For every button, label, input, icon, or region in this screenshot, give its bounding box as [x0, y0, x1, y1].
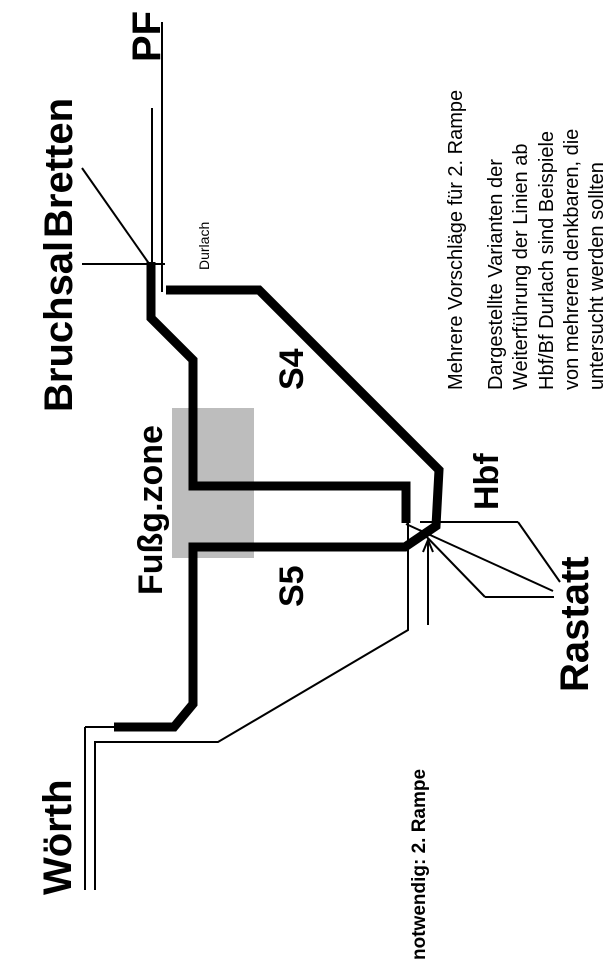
- notes-block: Mehrere Vorschläge für 2. Rampe Dargeste…: [445, 90, 608, 390]
- label-bruchsal: Bruchsal: [37, 241, 81, 412]
- rampe-arrow-head: [422, 537, 434, 553]
- label-rampe: notwendig: 2. Rampe: [409, 769, 430, 960]
- note-line-4: Hbf/Bf Durlach sind Beispiele: [536, 131, 558, 390]
- line-main-route: [114, 285, 444, 732]
- line-rastatt-a: [517, 521, 561, 583]
- label-woerth: Wörth: [36, 779, 80, 895]
- label-pf: PF: [125, 11, 169, 62]
- label-durlach: Durlach: [196, 222, 212, 270]
- label-fussgzone: Fußg.zone: [132, 425, 170, 595]
- line-s4: [146, 262, 411, 523]
- note-line-5: von mehreren denkbaren, die: [561, 129, 583, 390]
- label-rastatt: Rastatt: [553, 556, 597, 692]
- line-bretten: [81, 167, 151, 266]
- line-rastatt-b: [419, 529, 486, 598]
- line-woerth-bypass: [94, 512, 409, 890]
- note-line-3: Weiterführung der Linien ab: [510, 144, 532, 390]
- note-line-1: Mehrere Vorschläge für 2. Rampe: [445, 90, 467, 390]
- note-line-2: Dargestellte Varianten der: [485, 159, 507, 390]
- label-bretten: Bretten: [37, 98, 81, 238]
- label-s4: S4: [273, 348, 311, 390]
- label-s5: S5: [273, 565, 311, 607]
- line-rastatt-d: [405, 523, 554, 592]
- note-line-6: untersucht werden sollten: [586, 162, 608, 390]
- label-hbf: Hbf: [468, 453, 506, 510]
